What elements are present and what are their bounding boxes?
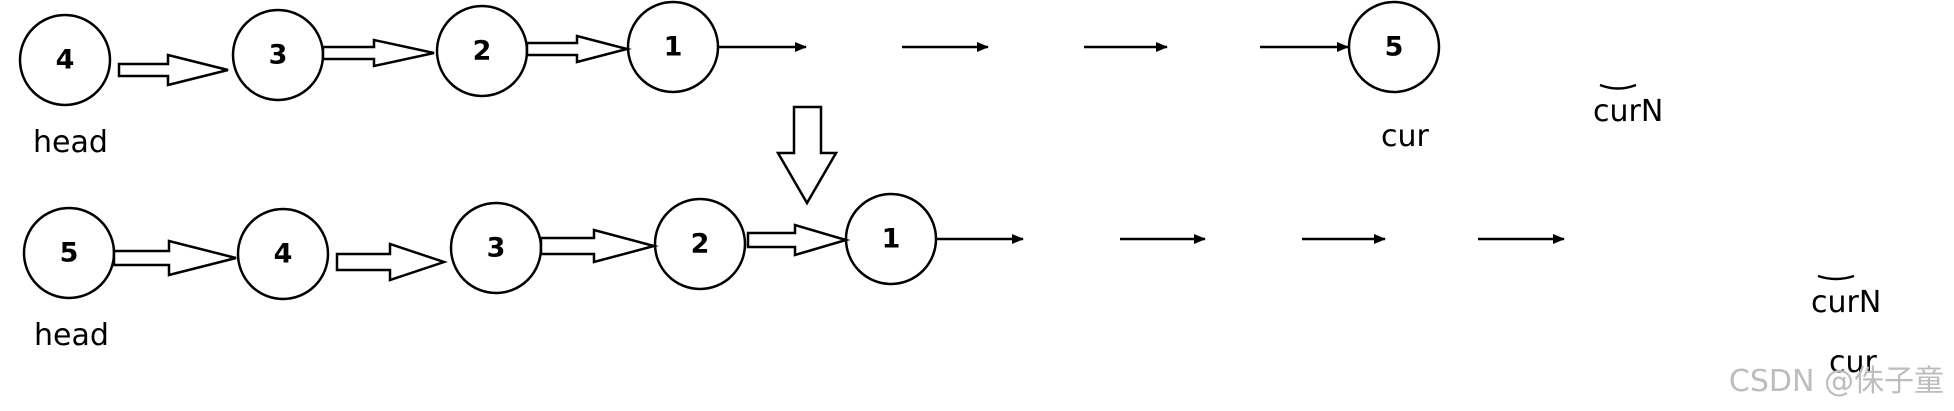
row1-head-label: head (33, 125, 108, 160)
row1-node-4: 1 (626, 0, 720, 94)
row2-node-4-value: 2 (691, 229, 710, 260)
row2-head-label: head (34, 318, 109, 353)
row2-node-2-value: 4 (274, 239, 293, 270)
row1: 4 3 2 1 5 head cur curN (18, 0, 1663, 160)
row1-node-4-value: 1 (664, 32, 683, 63)
row2: 5 4 3 2 1 head curN cur (22, 192, 1881, 380)
row2-node-3: 3 (449, 201, 543, 295)
row2-node-5: 1 (844, 192, 938, 286)
row2-hollow-arrow-4 (746, 223, 851, 257)
row1-cur-label: cur (1381, 119, 1430, 154)
row2-hollow-arrow-1 (112, 239, 237, 277)
row2-cur-label: cur (1829, 345, 1878, 380)
row2-node-4: 2 (653, 197, 747, 291)
row1-curN-label: curN (1593, 94, 1663, 129)
row2-curN-label: curN (1811, 285, 1881, 320)
row2-node-3-value: 3 (487, 233, 506, 264)
row1-node-1: 4 (18, 13, 112, 107)
row1-node-5-value: 5 (1385, 32, 1404, 63)
row1-hollow-arrow-1 (117, 53, 229, 87)
row1-curN-mark (1599, 83, 1637, 90)
row1-node-3: 2 (435, 4, 529, 98)
row1-node-2-value: 3 (269, 40, 288, 71)
row1-node-3-value: 2 (473, 36, 492, 67)
transition-down-arrow (775, 105, 839, 206)
row1-node-2: 3 (231, 8, 325, 102)
row1-hollow-arrow-2 (321, 38, 435, 68)
row2-node-2: 4 (236, 207, 330, 301)
row1-node-5: 5 (1347, 0, 1441, 94)
csdn-watermark: CSDN @侏子童 (1729, 364, 1944, 399)
row1-hollow-arrow-3 (525, 34, 632, 64)
row2-curN-mark (1817, 274, 1855, 281)
row2-hollow-arrow-2 (335, 242, 448, 282)
row2-node-1: 5 (22, 206, 116, 300)
row1-node-1-value: 4 (56, 45, 75, 76)
row2-node-1-value: 5 (60, 238, 79, 269)
row2-node-5-value: 1 (882, 224, 901, 255)
row2-hollow-arrow-3 (539, 228, 659, 264)
